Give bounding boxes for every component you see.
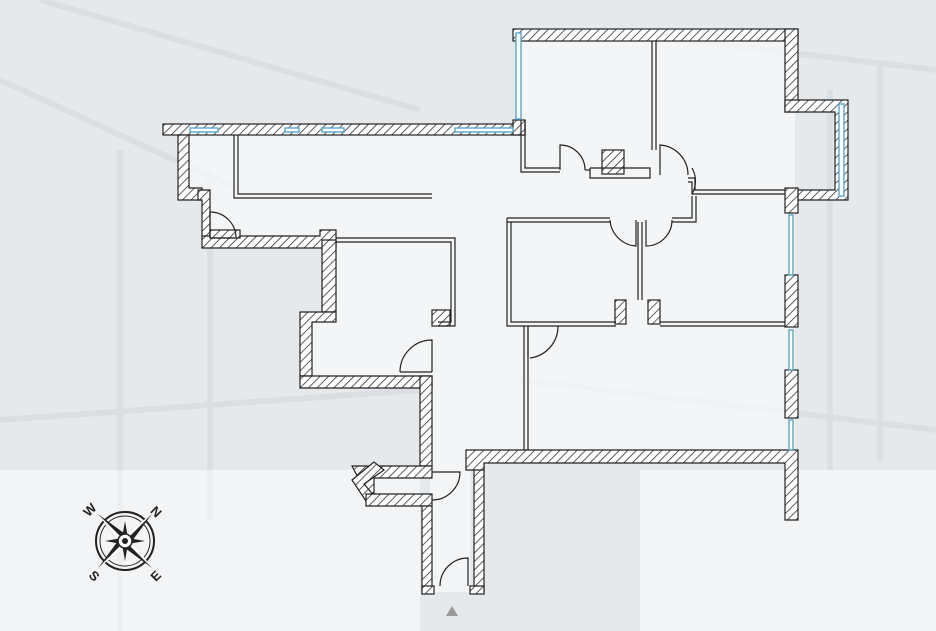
door-entry bbox=[439, 557, 469, 587]
entrance-arrow-icon bbox=[446, 606, 458, 616]
door-center-left bbox=[609, 219, 637, 247]
compass-north-label: N bbox=[148, 503, 165, 520]
doors bbox=[209, 144, 697, 587]
door-center-top bbox=[691, 167, 697, 195]
compass-east-label: E bbox=[147, 567, 164, 584]
windows bbox=[189, 32, 845, 451]
door-center-right bbox=[645, 219, 673, 247]
door-top-left bbox=[559, 144, 586, 171]
door-closet bbox=[399, 339, 433, 373]
door-storage bbox=[431, 471, 461, 501]
compass-rose-icon: N E S W bbox=[80, 500, 165, 585]
floor-area bbox=[178, 40, 795, 592]
door-top-center bbox=[659, 144, 689, 176]
compass-south-label: S bbox=[86, 567, 103, 584]
compass-west-label: W bbox=[80, 500, 100, 520]
door-lower-right bbox=[529, 325, 559, 359]
door-left-bedroom bbox=[209, 211, 237, 239]
